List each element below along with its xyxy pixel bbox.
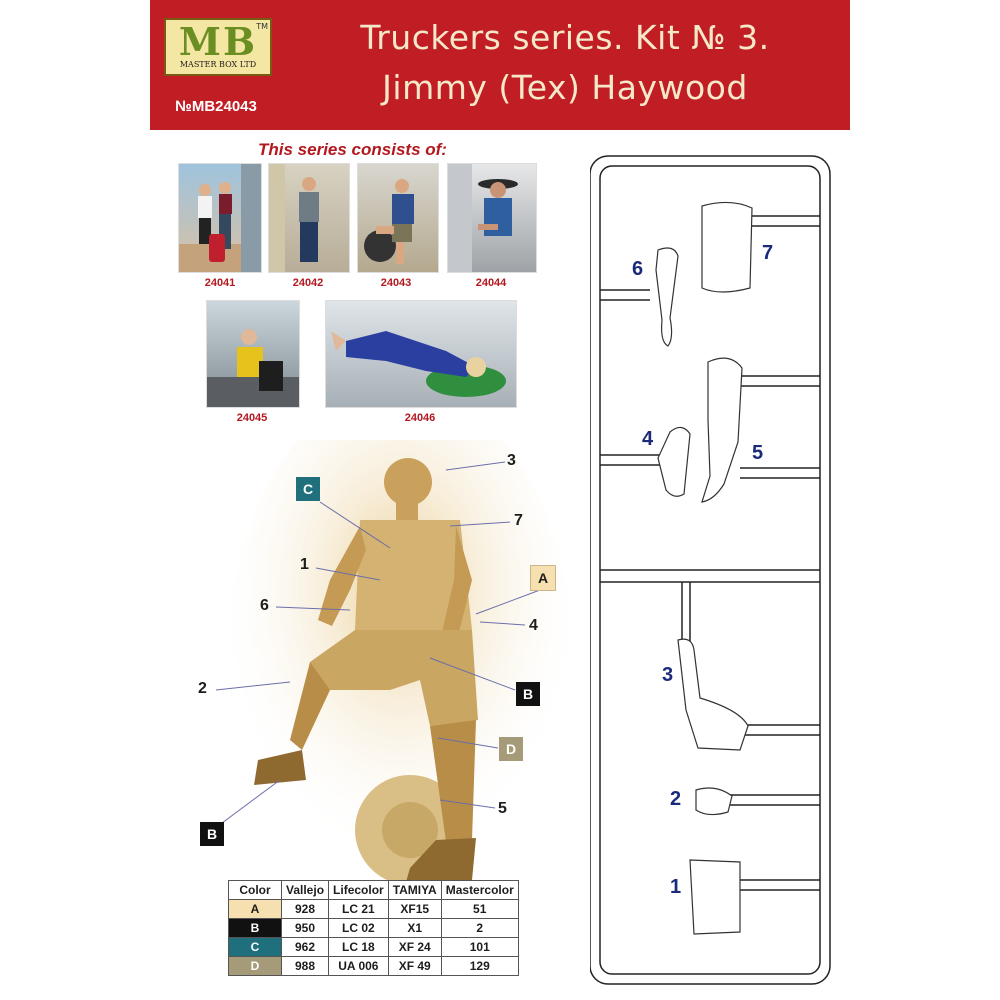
vallejo-cell: 928 xyxy=(280,899,330,919)
part-7-torso xyxy=(701,201,753,293)
col-header-vallejo: Vallejo xyxy=(280,880,330,900)
sprue-part-number: 1 xyxy=(670,876,682,898)
lifecolor-cell: LC 21 xyxy=(328,899,389,919)
color-marker-d: D xyxy=(499,737,523,761)
sprue-part-number: 2 xyxy=(670,788,682,810)
callout-number-3: 3 xyxy=(507,452,516,469)
figure-illustration xyxy=(179,164,261,272)
lifecolor-cell: LC 18 xyxy=(328,937,389,957)
callout-number-5: 5 xyxy=(498,800,507,817)
kit-thumbnail-24046 xyxy=(325,300,517,408)
mastercolor-cell: 51 xyxy=(440,899,519,919)
callout-number-2: 2 xyxy=(198,680,207,697)
color-swatch-cell: D xyxy=(228,956,282,976)
col-header-tamiya: TAMIYA xyxy=(387,880,442,900)
sprue-frame xyxy=(590,155,831,985)
color-marker-b: B xyxy=(516,682,540,706)
part-5-leg xyxy=(701,357,743,503)
vallejo-cell: 950 xyxy=(280,918,330,938)
color-marker-a: A xyxy=(530,565,556,591)
lifecolor-cell: UA 006 xyxy=(328,956,389,976)
sprue-part-number: 7 xyxy=(762,242,774,264)
vallejo-cell: 988 xyxy=(280,956,330,976)
kit-thumbnail-24043 xyxy=(357,163,439,273)
part-1-hip xyxy=(689,859,741,935)
mastercolor-cell: 2 xyxy=(440,918,519,938)
kit-code-label: 24042 xyxy=(292,277,324,289)
table-header-row: Color Vallejo Lifecolor TAMIYA Mastercol… xyxy=(228,880,519,900)
col-header-color: Color xyxy=(228,880,282,900)
kit-thumbnail-24041 xyxy=(178,163,262,273)
part-4-arm xyxy=(657,426,691,497)
callout-number-6: 6 xyxy=(260,597,269,614)
col-header-lifecolor: Lifecolor xyxy=(328,880,389,900)
sprue-part-number: 4 xyxy=(642,428,654,450)
lifecolor-cell: LC 02 xyxy=(328,918,389,938)
series-heading: This series consists of: xyxy=(258,140,447,159)
col-header-mastercolor: Mastercolor xyxy=(440,880,519,900)
figure-illustration xyxy=(364,179,414,264)
kit-number: №MB24043 xyxy=(175,98,257,115)
title-line-2: Jimmy (Tex) Haywood xyxy=(382,68,748,107)
logo-trademark: TM xyxy=(256,22,268,31)
brand-logo: MB TM MASTER BOX LTD xyxy=(164,18,272,76)
kit-thumbnail-24045 xyxy=(206,300,300,408)
figure-illustration xyxy=(448,164,518,272)
kit-thumbnail-24042 xyxy=(268,163,350,273)
paint-reference-table: Color Vallejo Lifecolor TAMIYA Mastercol… xyxy=(228,880,519,976)
tamiya-cell: XF 24 xyxy=(387,937,442,957)
figure-illustration xyxy=(269,164,319,272)
color-swatch-cell: C xyxy=(228,937,282,957)
color-swatch-cell: B xyxy=(228,918,282,938)
kit-code-label: 24046 xyxy=(404,412,436,424)
sprue-part-number: 5 xyxy=(752,442,764,464)
tamiya-cell: XF 49 xyxy=(387,956,442,976)
tamiya-cell: X1 xyxy=(387,918,442,938)
kit-thumbnail-24044 xyxy=(447,163,537,273)
logo-mb-text: MB xyxy=(178,19,258,64)
color-marker-b-boot: B xyxy=(200,822,224,846)
color-marker-c: C xyxy=(296,477,320,501)
logo-company-name: MASTER BOX LTD xyxy=(179,60,257,69)
kit-code-label: 24045 xyxy=(236,412,268,424)
sprue-part-number: 3 xyxy=(662,664,674,686)
part-6-arm xyxy=(655,247,679,347)
sprue-part-number: 6 xyxy=(632,258,644,280)
callout-number-1: 1 xyxy=(300,556,309,573)
tamiya-cell: XF15 xyxy=(387,899,442,919)
mastercolor-cell: 101 xyxy=(440,937,519,957)
color-swatch-cell: A xyxy=(228,899,282,919)
part-3-leg xyxy=(677,638,749,751)
vallejo-cell: 962 xyxy=(280,937,330,957)
callout-number-7: 7 xyxy=(514,512,523,529)
title-line-1: Truckers series. Kit № 3. xyxy=(360,18,770,57)
kit-code-label: 24043 xyxy=(380,277,412,289)
kit-code-label: 24044 xyxy=(475,277,507,289)
mastercolor-cell: 129 xyxy=(440,956,519,976)
figure-illustration xyxy=(331,331,506,397)
figure-render xyxy=(230,440,570,890)
figure-illustration xyxy=(207,329,299,407)
kit-code-label: 24041 xyxy=(204,277,236,289)
callout-number-4: 4 xyxy=(529,617,538,634)
part-2-hand xyxy=(695,787,733,816)
